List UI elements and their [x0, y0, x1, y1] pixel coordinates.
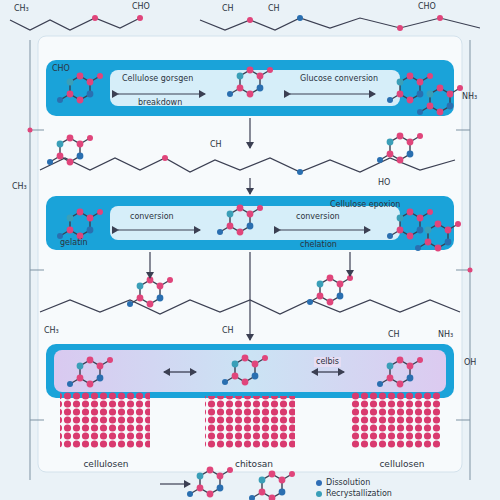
process-label: conversion: [296, 212, 340, 222]
formula-label: CH: [222, 326, 234, 336]
formula-label: CHO: [52, 64, 70, 74]
formula-label: NH₃: [462, 92, 477, 102]
legend: DissolutionRecrystallization: [316, 477, 392, 499]
formula-label: CH₃: [12, 182, 27, 192]
reaction-arrow: [312, 371, 344, 372]
process-label: conversion: [130, 212, 174, 222]
process-label: Cellulose gorsgen: [122, 74, 193, 84]
formula-label: OH: [464, 358, 476, 368]
reaction-arrow: [164, 371, 196, 372]
material-label: gelatin: [60, 238, 88, 248]
formula-label: NH₃: [438, 330, 453, 340]
legend-text: Dissolution: [326, 477, 370, 488]
legend-row: Recrystallization: [316, 488, 392, 499]
material-name: chitosan: [198, 459, 310, 470]
formula-label: CH: [268, 4, 280, 14]
formula-label: CH: [210, 140, 222, 150]
material-name: cellulosen: [50, 459, 162, 470]
formula-label: CH: [388, 330, 400, 340]
formula-label: CHO: [418, 2, 436, 12]
formula-label: CH: [222, 4, 234, 14]
molecule-group: chitosan: [198, 344, 310, 472]
process-label: Cellulose epoxion: [330, 200, 400, 210]
legend-swatch: [316, 480, 322, 486]
material-name: cellulosen: [346, 459, 458, 470]
process-label: chelation: [300, 240, 337, 250]
molecule-group: cellulosen: [50, 344, 162, 472]
arrow-label: celbis: [314, 357, 341, 367]
formula-label: HO: [378, 178, 390, 188]
legend-swatch: [316, 491, 322, 497]
legend-row: Dissolution: [316, 477, 392, 488]
molecule-group: cellulosen: [346, 344, 458, 472]
formula-label: CH₃: [44, 326, 59, 336]
formula-label: CH₃: [14, 4, 29, 14]
legend-text: Recrystallization: [326, 488, 392, 499]
process-label: breakdown: [138, 98, 182, 108]
process-label: Glucose conversion: [300, 74, 378, 84]
formula-label: CHO: [132, 2, 150, 12]
